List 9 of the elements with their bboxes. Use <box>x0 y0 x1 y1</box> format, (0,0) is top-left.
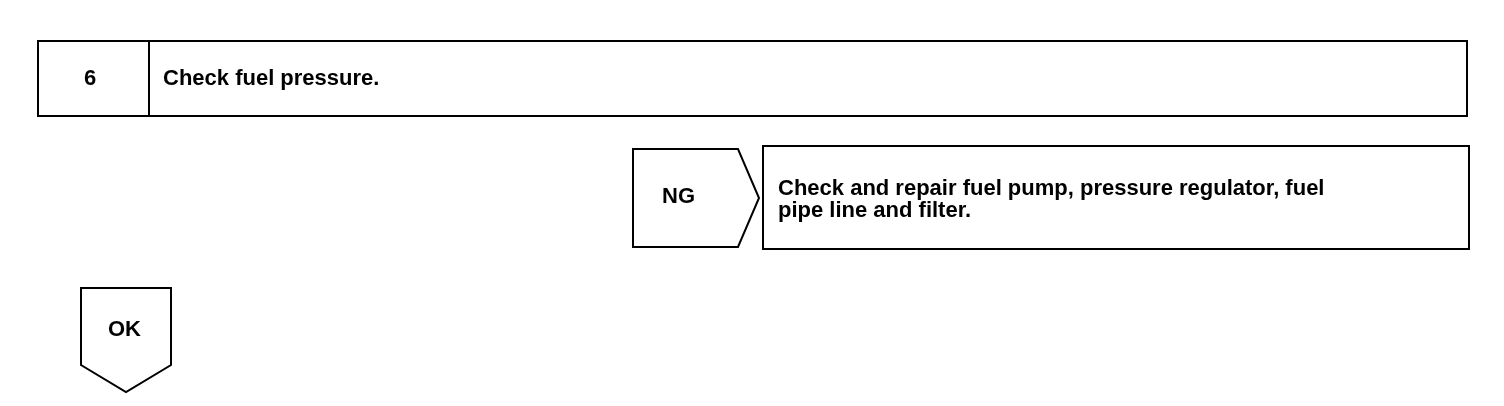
result-arrow-tag <box>80 287 172 393</box>
step-box <box>37 40 1468 117</box>
step-number: 6 <box>84 67 97 89</box>
action-box <box>762 145 1470 250</box>
result-label: NG <box>662 185 695 207</box>
step-title: Check fuel pressure. <box>163 67 380 89</box>
action-text: Check and repair fuel pump, pressure regulator, fuel pipe line and filter. <box>778 177 1326 221</box>
result-label: OK <box>108 318 141 340</box>
result-arrow-tag <box>632 148 760 248</box>
